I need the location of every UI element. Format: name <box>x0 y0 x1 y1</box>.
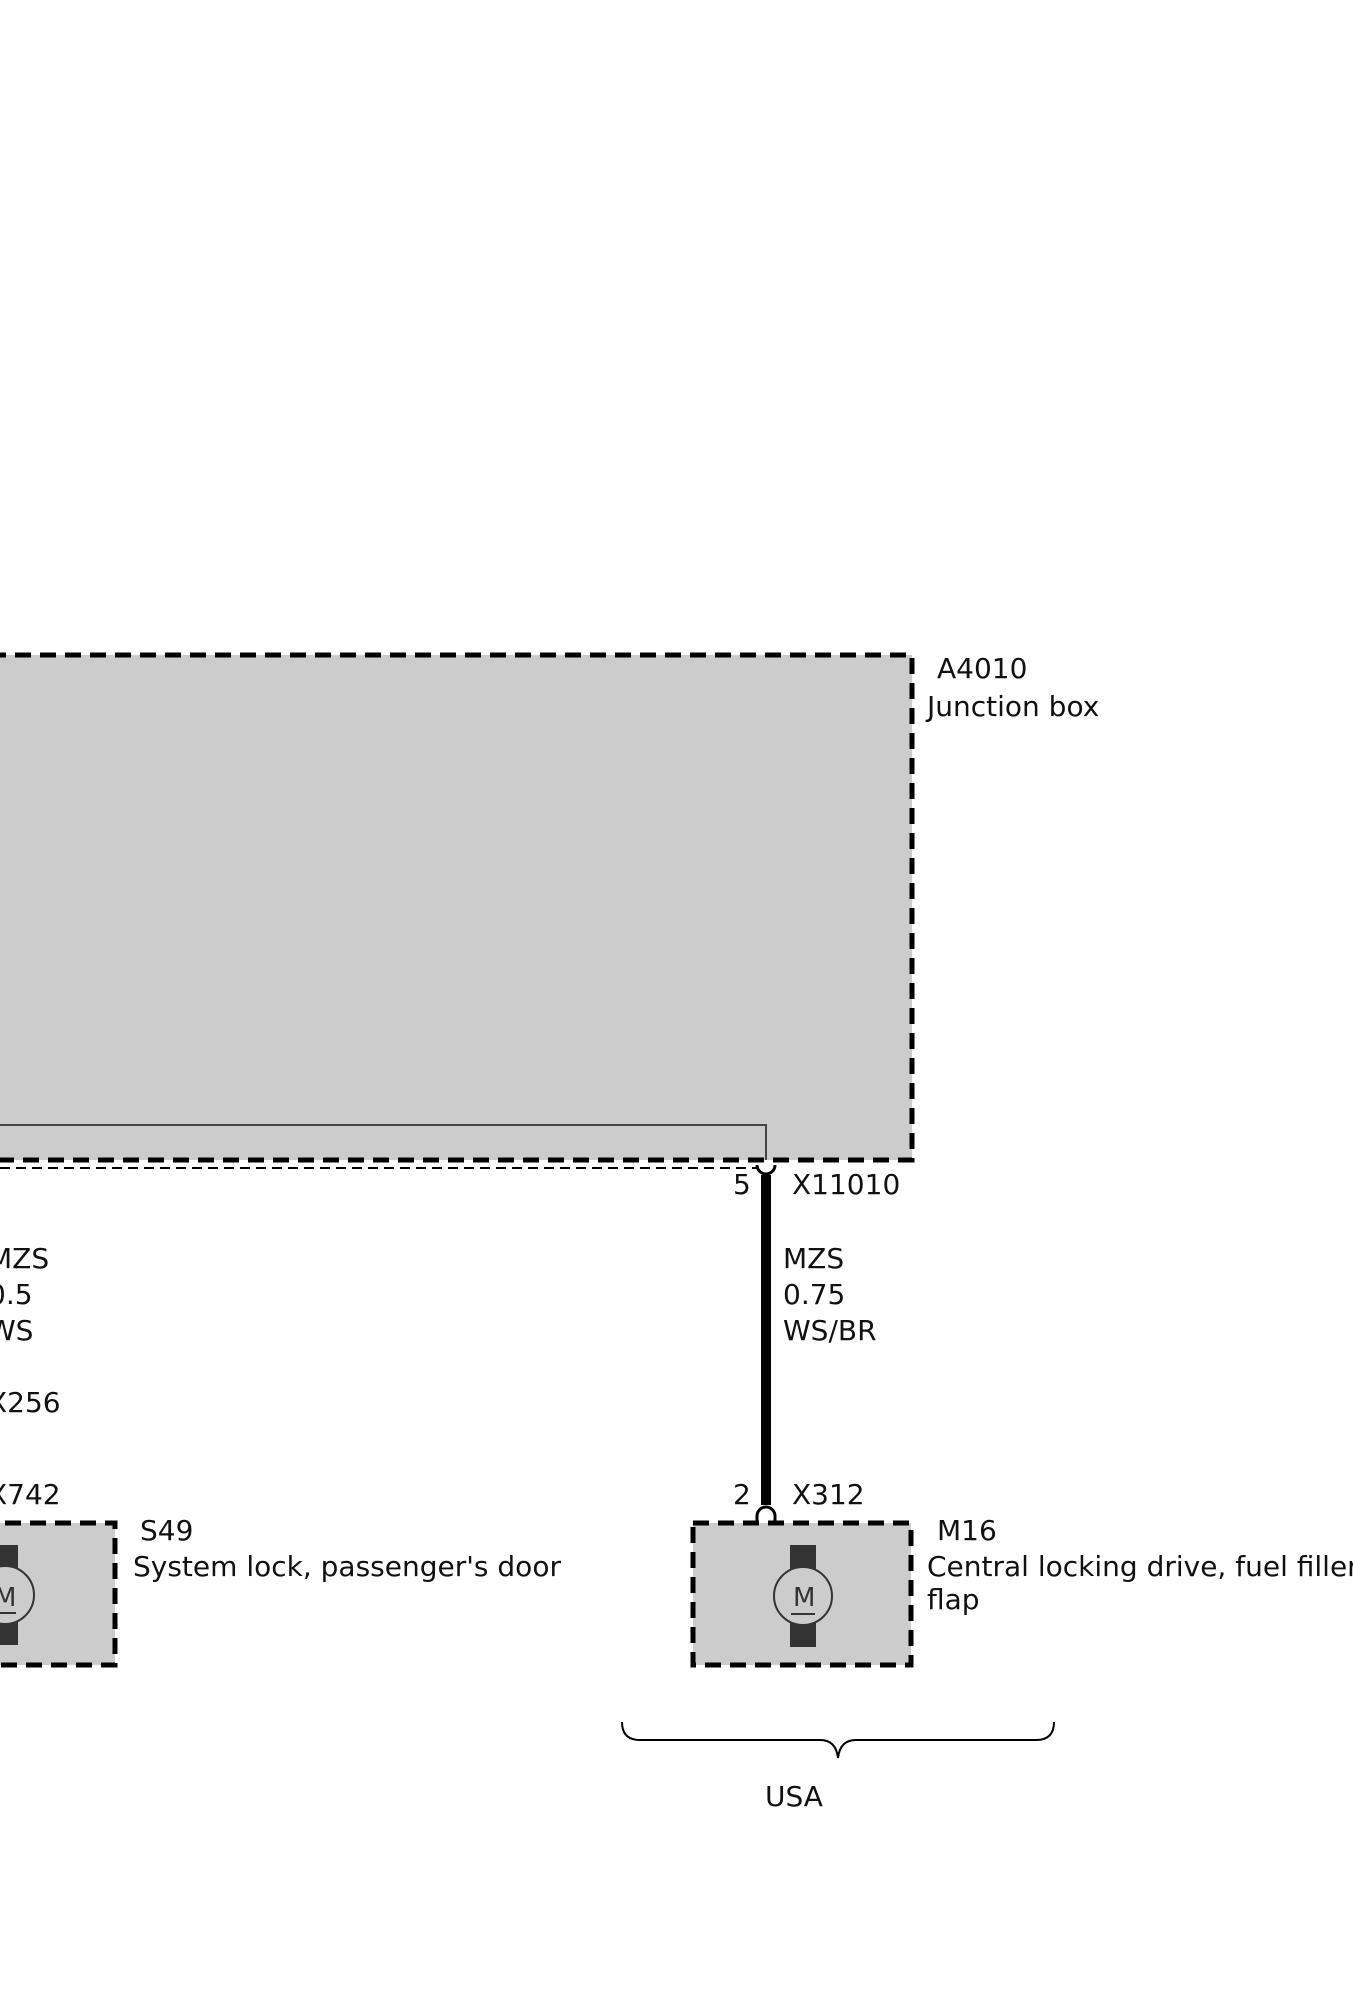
junction-box-fill <box>0 652 915 1163</box>
pin-bottom-label: 2 <box>733 1478 751 1511</box>
connector-x312-symbol <box>755 1505 777 1517</box>
junction-box-name: Junction box <box>925 690 1099 723</box>
component-m16-id: M16 <box>937 1514 997 1547</box>
connector-x742-label: X742 <box>0 1478 61 1511</box>
connector-x256-label: X256 <box>0 1386 61 1419</box>
wire-right-type: MZS <box>783 1242 844 1275</box>
wire-left-gauge: 0.5 <box>0 1278 33 1311</box>
component-m16-name-line1: Central locking drive, fuel filler <box>927 1550 1353 1583</box>
connector-bottom-label: X312 <box>792 1478 865 1511</box>
junction-box-a4010: A4010 Junction box <box>0 652 1099 1169</box>
curly-brace-icon <box>621 1721 1055 1759</box>
wire-left-type: MZS <box>0 1242 49 1275</box>
connector-x11010-symbol <box>755 1164 777 1176</box>
component-m16: M M16 Central locking drive, fuel filler… <box>690 1514 1353 1668</box>
wire-right-gauge: 0.75 <box>783 1278 845 1311</box>
connector-top-label: X11010 <box>792 1168 900 1201</box>
wire-right-color: WS/BR <box>783 1314 877 1347</box>
motor-icon: M <box>773 1545 833 1647</box>
component-s49-name: System lock, passenger's door <box>133 1550 561 1583</box>
motor-icon: M <box>0 1545 35 1645</box>
component-m16-name-line2: flap <box>927 1583 980 1616</box>
wire-left-labels: MZS 0.5 WS X256 X742 <box>0 1242 61 1511</box>
component-s49-id: S49 <box>140 1514 193 1547</box>
motor-letter: M <box>793 1583 815 1613</box>
component-s49: M S49 System lock, passenger's door <box>0 1514 561 1668</box>
wire-left-color: WS <box>0 1314 33 1347</box>
variant-brace-usa: USA <box>621 1721 1055 1813</box>
wire-right: 5 X11010 MZS 0.75 WS/BR 2 X312 <box>733 1164 900 1525</box>
pin-top-label: 5 <box>733 1168 751 1201</box>
motor-letter: M <box>0 1583 16 1613</box>
junction-box-internal-wire <box>0 1124 767 1160</box>
junction-box-id: A4010 <box>937 652 1027 685</box>
variant-label: USA <box>765 1780 823 1813</box>
